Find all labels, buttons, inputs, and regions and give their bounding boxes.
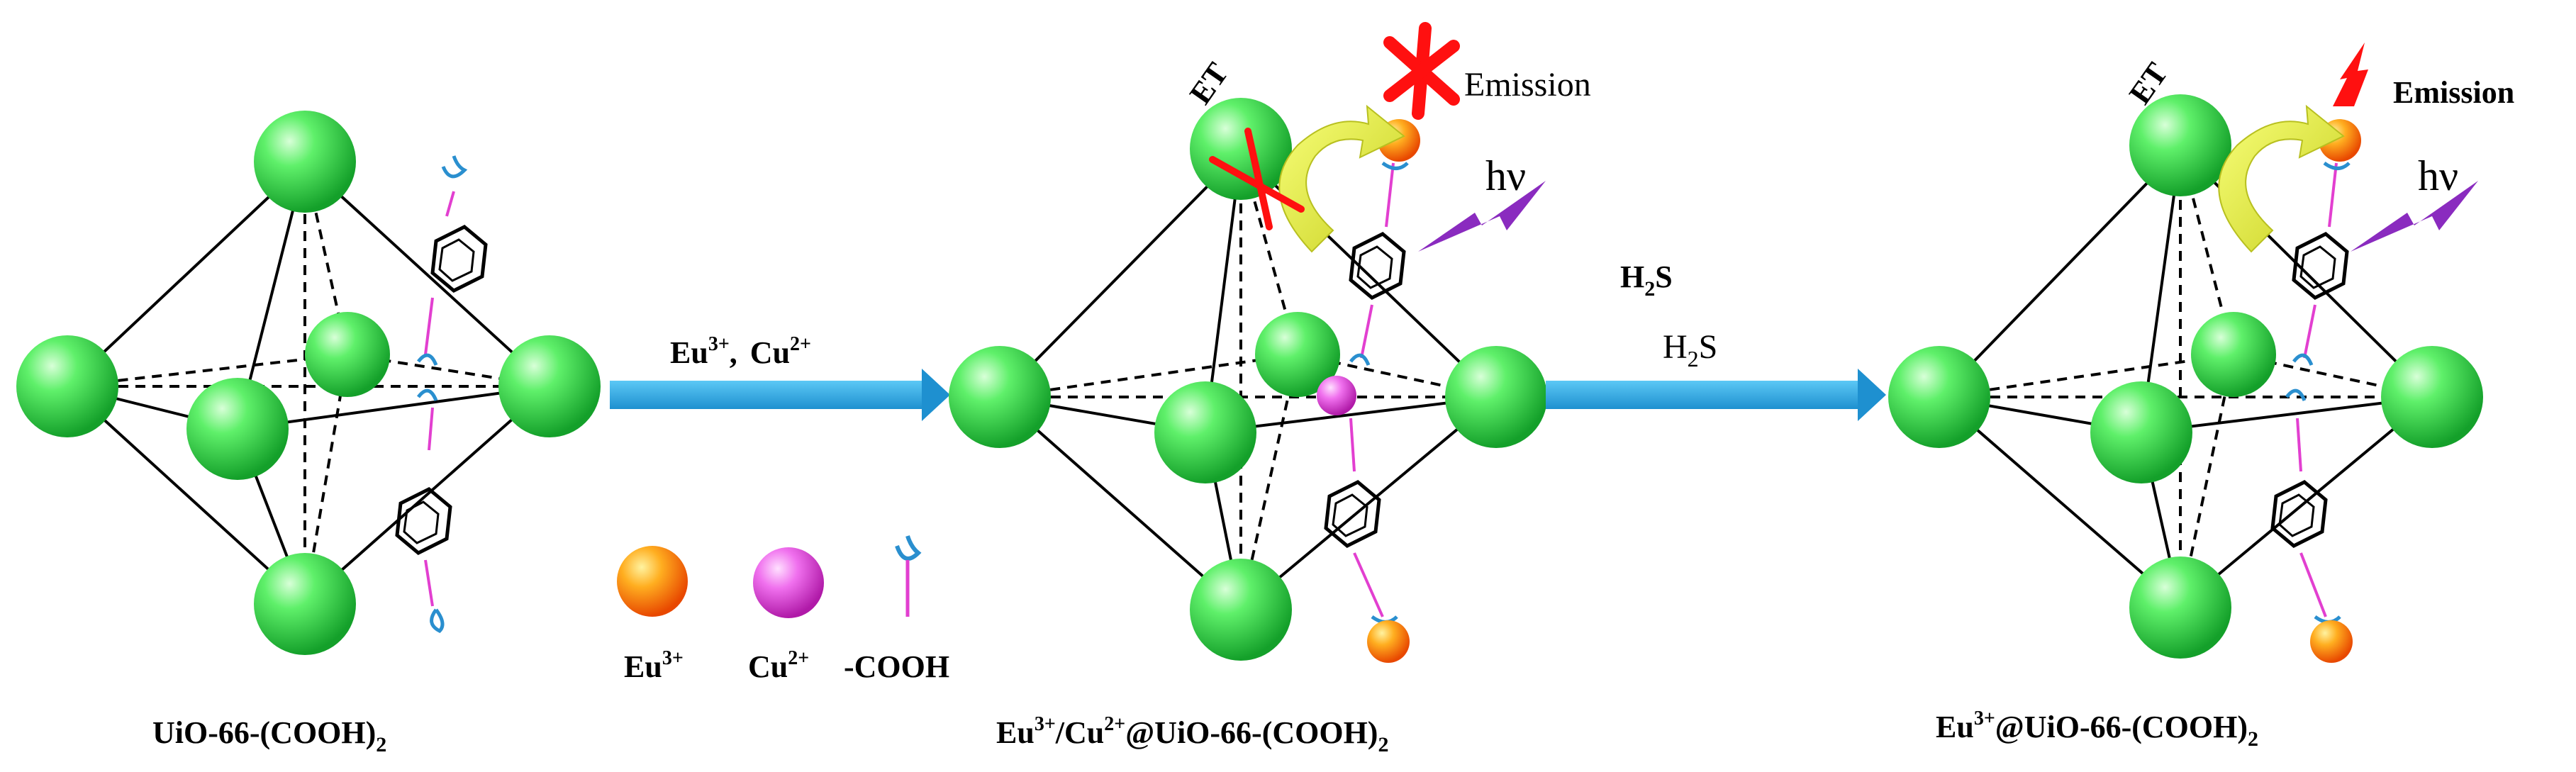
legend: Eu3+ Cu2+ -COOH [617,535,949,684]
arrow-2: H2S H2S [1546,259,1886,421]
eu-ion [1367,620,1410,663]
arrow-1-head [922,369,950,421]
cooh-group-icon [430,608,445,634]
zr-node-top [254,111,356,213]
legend-cu-label: Cu2+ [748,647,809,684]
octahedron-hidden-edges [1939,148,2433,607]
emission-label: Emission [2393,75,2514,110]
zr-nodes [949,98,1547,661]
blocked-cross-icon [1209,128,1305,230]
zr-nodes [1888,94,2483,659]
panel-title-right: Eu3+@UiO-66-(COOH)2 [1936,707,2258,751]
arrow-1-label: Eu3+,Cu2+ [670,333,811,370]
zr-node-back [2191,312,2276,397]
cooh-group-icon [441,155,468,179]
panel-title-middle: Eu3+/Cu2+@UiO-66-(COOH)2 [996,713,1388,756]
linker-upper [417,155,488,367]
legend-eu-label: Eu3+ [624,647,684,684]
zr-node-bottom [2129,556,2231,659]
et-arrow [2218,104,2345,253]
zr-node-left [949,346,1051,448]
linker-lower [1324,418,1410,663]
zr-node-bottom [254,553,356,655]
zr-node-back [305,312,390,397]
cooh-group-icon [1349,353,1371,367]
linker-lower [2270,388,2353,663]
arrow-1: Eu3+,Cu2+ [610,333,950,421]
zr-node-right [498,335,601,437]
arrow-2-label-top: H2S [1620,259,1673,301]
zr-node-bottom [1190,559,1292,661]
cooh-group-icon [2292,353,2314,367]
zr-node-left [16,335,118,437]
zr-node-right [1445,346,1547,448]
panel-title-left: UiO-66-(COOH)2 [152,715,386,756]
zr-nodes [16,111,601,655]
arrow-1-shaft [610,381,922,409]
excitation-light-icon [2351,181,2478,252]
emission-light-icon [2333,43,2368,106]
cooh-group-icon [417,353,438,367]
legend-cooh-label: -COOH [844,649,949,684]
emission-label: Emission [1464,66,1591,104]
arrow-2-label: H2S [1663,328,1717,371]
zr-node-right [2381,346,2483,448]
zr-node-back [1255,312,1340,397]
zr-node-left [1888,346,1990,448]
arrow-2-head [1858,369,1886,421]
zr-node-top [1190,98,1292,200]
zr-node-top [2129,94,2231,196]
cooh-group-icon [2323,161,2351,170]
zr-node-front [2090,381,2192,483]
zr-node-front [1154,381,1256,483]
octahedron-hidden-edges [999,152,1497,610]
cooh-group-icon [417,388,438,402]
legend-eu-icon [617,546,688,617]
linker-lower [395,388,452,634]
hv-label: hν [2418,152,2458,199]
et-arrow [1278,104,1405,253]
cooh-group-icon [2285,388,2307,402]
framework-middle: ET Emission hν Eu3+/Cu2+@UiO-66-(COOH)2 [949,22,1591,756]
octahedron-hidden-edges [67,162,550,603]
octahedron-edges [1938,147,2433,608]
framework-right: ET Emission hν Eu3+@UiO-66-(COOH)2 [1888,43,2514,751]
legend-cu-icon [753,547,824,618]
hv-label: hν [1485,152,1526,199]
legend-cooh-icon [895,535,922,561]
cu-ion [1317,376,1356,415]
eu-ion [2310,620,2353,663]
cooh-group-icon [1381,161,1409,170]
quenched-emission-icon [1383,22,1460,120]
arrow-2-shaft [1546,381,1858,409]
excitation-light-icon [1418,181,1546,252]
zr-node-front [186,378,289,480]
framework-left: UiO-66-(COOH)2 [16,111,601,756]
octahedron-edges [66,162,551,604]
